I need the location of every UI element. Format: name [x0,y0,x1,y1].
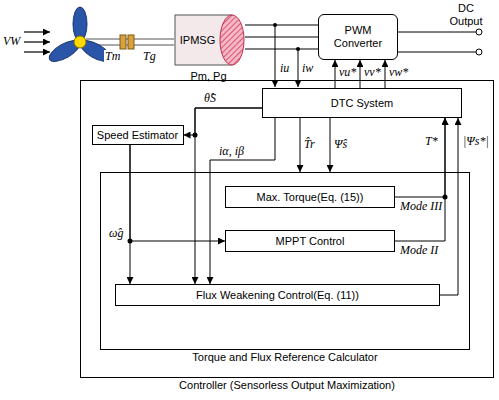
signal-arrow [130,145,131,284]
process-box: Speed Estimator [92,125,184,145]
process-box: Max. Torque(Eq. (15)) [225,186,395,208]
mode-label: Mode III [399,200,443,213]
signal-arrow [385,60,386,88]
current-tap [275,25,276,87]
converter-box: PWM Converter [318,14,398,60]
signal-arrow [130,145,225,241]
node-text: Pm, Pg [172,70,245,83]
generator-end [220,15,244,65]
signal-label: vv* [363,66,382,79]
phase-wire [245,25,318,26]
signal-label: ω̂g [108,227,124,240]
coupling [128,35,134,49]
signal-label: vu* [338,66,357,79]
generator-shape: IPMSG Pm, Pg [172,12,245,84]
mode-label: Mode II [399,244,439,257]
node-text: IPMSG [175,34,220,47]
dc-terminal [476,29,482,35]
phase-wire [245,49,318,50]
process-box: Flux Weakening Control(Eq. (11)) [115,284,440,306]
wind-arrow [24,51,50,52]
node-text: Flux Weakening Control(Eq. (11)) [196,289,359,302]
process-box: DTC System [262,88,462,118]
signal-arrow [335,60,336,88]
node-text: Max. Torque(Eq. (15)) [257,191,364,204]
signal-label: Tm [104,50,121,63]
calculator-box: Max. Torque(Eq. (15)) MPPT ControlFlux We… [100,172,470,350]
dc-wire [398,52,476,53]
dc-terminal [476,49,482,55]
signal-label: Tg [142,50,157,63]
signal-arrow [395,118,445,241]
wind-arrow [24,31,50,32]
signal-label: |Ψs*| [462,135,490,148]
signal-label: θ̂S [203,92,217,105]
current-tap [298,49,299,87]
wind-arrow [24,41,50,42]
signal-label: iw [301,62,314,75]
node-text: PWM Converter [328,24,388,50]
signal-arrow [395,118,445,197]
signal-label: iα, iβ [218,145,245,158]
turbine-hub [74,36,86,48]
node-text: Speed Estimator [97,129,178,142]
group-caption: Torque and Flux Reference Calculator [101,351,469,364]
phase-wire [245,37,318,38]
group-caption: Controller (Sensorless Output Maximizati… [81,379,493,392]
signal-label: VW [2,35,21,48]
signal-label: Ψ̂s [333,138,348,151]
signal-arrow [360,60,361,88]
process-box: MPPT Control [225,230,395,252]
controller-box: DTC SystemSpeed EstimatorMax. Torque(Eq.… [80,80,494,378]
signal-arrow [300,118,301,172]
signal-label: vw* [388,66,409,79]
node-text: DTC System [331,97,393,110]
dc-wire [398,32,476,33]
signal-label: T̂r [303,138,316,151]
node-text: MPPT Control [276,235,345,248]
signal-label: T* [424,135,439,148]
coupling [120,35,126,49]
terminal-label: DC Output [440,2,492,28]
signal-label: iu [279,62,290,75]
signal-arrow [330,118,331,172]
